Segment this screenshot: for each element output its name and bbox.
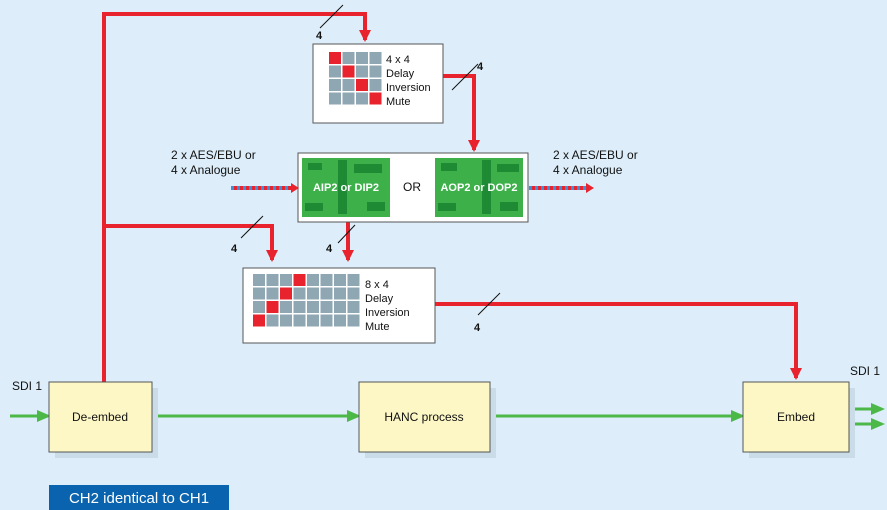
crosspoint-cell xyxy=(347,314,360,327)
crosspoint-active xyxy=(253,314,265,327)
crosspoint-active xyxy=(369,92,382,105)
ch2-banner-text: CH2 identical to CH1 xyxy=(69,490,209,507)
matrix-bottom-line-3: Inversion xyxy=(365,307,410,319)
crosspoint-cell xyxy=(334,314,346,327)
crosspoint-cell xyxy=(320,287,333,300)
hanc-block[interactable]: HANC process xyxy=(358,381,496,458)
bus-label-top-in: 4 xyxy=(316,30,323,42)
green-signal-paths xyxy=(10,403,885,430)
audio-out-arrow xyxy=(529,183,594,193)
trunk-mid-path xyxy=(104,224,278,262)
crosspoint-cell xyxy=(356,65,368,78)
crosspoint-active xyxy=(342,65,355,78)
crosspoint-cell xyxy=(329,79,341,91)
crosspoint-cell xyxy=(253,274,265,286)
crosspoint-cell xyxy=(266,274,279,286)
matrix-top-line-1: 4 x 4 xyxy=(386,54,410,66)
crosspoint-cell xyxy=(293,314,306,327)
crosspoint-cell xyxy=(369,79,382,91)
io-boards-panel: AIP2 or DIP2 OR AOP2 or DOP2 xyxy=(297,152,529,223)
matrix-top-block[interactable]: 4 x 4 Delay Inversion Mute xyxy=(312,43,444,124)
audio-in-arrow xyxy=(231,183,299,193)
matrix-bottom-grid xyxy=(253,274,360,327)
crosspoint-cell xyxy=(307,274,319,286)
crosspoint-cell xyxy=(334,301,346,313)
crosspoint-cell xyxy=(329,92,341,105)
crosspoint-cell xyxy=(347,301,360,313)
sdi-out-label: SDI 1 xyxy=(850,364,880,378)
matrix-top-line-2: Delay xyxy=(386,68,415,80)
audio-out-line-1: 2 x AES/EBU or xyxy=(553,148,638,162)
matrix-to-board-path xyxy=(443,74,480,152)
crosspoint-cell xyxy=(356,92,368,105)
crosspoint-cell xyxy=(280,314,292,327)
matrix-top-line-3: Inversion xyxy=(386,82,431,94)
crosspoint-cell xyxy=(329,65,341,78)
crosspoint-active xyxy=(280,287,292,300)
crosspoint-cell xyxy=(253,301,265,313)
output-board-label: AOP2 or DOP2 xyxy=(440,182,517,194)
crosspoint-active xyxy=(266,301,279,313)
matrix-top-line-4: Mute xyxy=(386,96,410,108)
crosspoint-cell xyxy=(334,274,346,286)
crosspoint-cell xyxy=(334,287,346,300)
crosspoint-cell xyxy=(280,301,292,313)
input-board[interactable]: AIP2 or DIP2 xyxy=(302,158,390,217)
crosspoint-cell xyxy=(342,92,355,105)
bus-label-mid-center: 4 xyxy=(326,243,333,255)
embed-block[interactable]: Embed xyxy=(742,381,855,458)
crosspoint-cell xyxy=(293,301,306,313)
crosspoint-cell xyxy=(280,274,292,286)
matrix-top-grid xyxy=(329,52,382,105)
deembed-block[interactable]: De-embed xyxy=(48,381,158,458)
bus-slashes xyxy=(240,4,501,316)
crosspoint-cell xyxy=(307,314,319,327)
deembed-label: De-embed xyxy=(72,410,128,424)
audio-in-line-2: 4 x Analogue xyxy=(171,163,241,177)
crosspoint-cell xyxy=(369,65,382,78)
embed-label: Embed xyxy=(777,410,815,424)
crosspoint-cell xyxy=(320,301,333,313)
bus-label-right: 4 xyxy=(474,322,481,334)
crosspoint-cell xyxy=(266,287,279,300)
audio-out-line-2: 4 x Analogue xyxy=(553,163,623,177)
crosspoint-active xyxy=(356,79,368,91)
crosspoint-cell xyxy=(320,314,333,327)
output-board[interactable]: AOP2 or DOP2 xyxy=(435,158,523,217)
matrix-bottom-block[interactable]: 8 x 4 Delay Inversion Mute xyxy=(242,267,436,344)
crosspoint-active xyxy=(293,274,306,286)
input-board-label: AIP2 or DIP2 xyxy=(313,182,379,194)
matrix-to-embed-path xyxy=(435,302,802,380)
hanc-label: HANC process xyxy=(384,410,463,424)
crosspoint-cell xyxy=(253,287,265,300)
crosspoint-active xyxy=(329,52,341,64)
crosspoint-cell xyxy=(347,287,360,300)
matrix-bottom-line-4: Mute xyxy=(365,321,389,333)
crosspoint-cell xyxy=(320,274,333,286)
matrix-bottom-line-1: 8 x 4 xyxy=(365,279,389,291)
crosspoint-cell xyxy=(266,314,279,327)
ch2-banner: CH2 identical to CH1 xyxy=(49,485,229,510)
crosspoint-cell xyxy=(347,274,360,286)
crosspoint-cell xyxy=(342,52,355,64)
bus-label-mid-left: 4 xyxy=(231,243,238,255)
crosspoint-cell xyxy=(307,301,319,313)
sdi-in-label: SDI 1 xyxy=(12,379,42,393)
red-signal-paths xyxy=(102,12,802,383)
matrix-bottom-line-2: Delay xyxy=(365,293,394,305)
crosspoint-cell xyxy=(307,287,319,300)
bus-label-top-out: 4 xyxy=(477,61,484,73)
audio-in-line-1: 2 x AES/EBU or xyxy=(171,148,256,162)
crosspoint-cell xyxy=(342,79,355,91)
crosspoint-cell xyxy=(356,52,368,64)
trunk-top-path xyxy=(102,12,371,383)
board-or-label: OR xyxy=(403,180,421,194)
crosspoint-cell xyxy=(369,52,382,64)
crosspoint-cell xyxy=(293,287,306,300)
